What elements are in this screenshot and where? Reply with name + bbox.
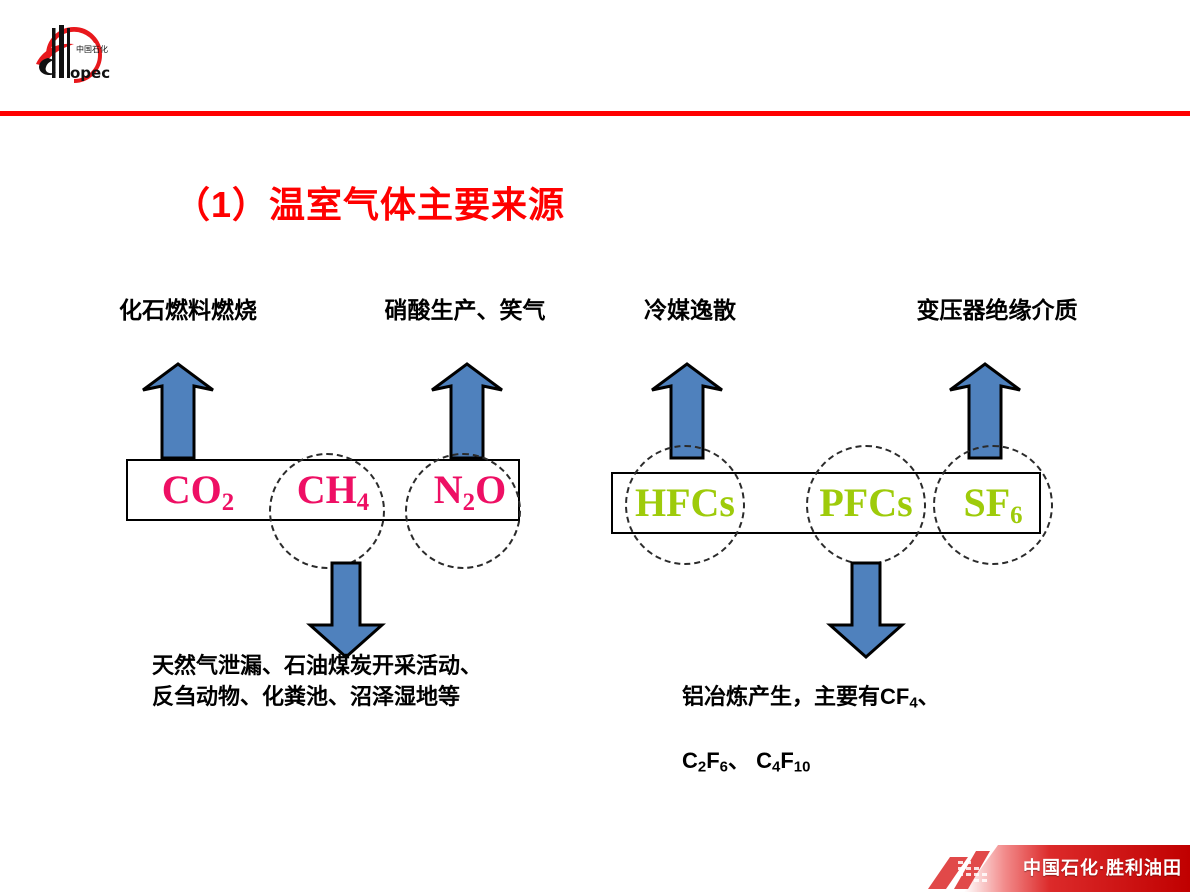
gas-label-co2: CO2 bbox=[146, 470, 250, 516]
note-right-comma: 、 bbox=[917, 684, 940, 710]
note-right-f6: F bbox=[706, 748, 720, 774]
highlight-circle-sf6 bbox=[933, 445, 1053, 565]
arrow-down-pfcs bbox=[826, 561, 906, 660]
note-right-c4: C bbox=[756, 748, 773, 774]
note-right-line1: 铝冶炼产生，主要有CF4、 bbox=[682, 684, 940, 712]
gas-label-pfcs: PFCs bbox=[814, 483, 918, 523]
gas-symbol-co2: CO bbox=[161, 467, 222, 512]
gas-subscript-co2: 2 bbox=[221, 488, 235, 516]
header-divider bbox=[0, 111, 1190, 116]
highlight-circle-n2o bbox=[405, 453, 521, 569]
note-right-separator: 、 bbox=[728, 748, 757, 774]
arrow-down-ch4 bbox=[306, 561, 386, 660]
gas-symbol-n2o: N bbox=[433, 467, 463, 512]
note-right: 铝冶炼产生，主要有CF4、 C2F6、 C4F10 bbox=[682, 650, 1082, 778]
arrow-up-co2 bbox=[141, 362, 215, 460]
arrow-up-n2o bbox=[430, 362, 504, 460]
footer-brand-text: 中国石化·胜利油田 bbox=[1023, 858, 1182, 878]
gas-symbol-sf6: SF bbox=[963, 480, 1011, 525]
gas-symbol-hfcs: HFCs bbox=[635, 480, 735, 525]
gas-symbol-ch4: CH bbox=[296, 467, 357, 512]
footer-ribbon: 中国石化·胜利油田 bbox=[928, 845, 1190, 892]
note-right-pre: 铝冶炼产生，主要有CF bbox=[682, 684, 910, 710]
gas-symbol-n2o-tail: O bbox=[475, 467, 507, 512]
note-right-f10: F bbox=[780, 748, 794, 774]
note-left: 天然气泄漏、石油煤炭开采活动、 反刍动物、化粪池、沼泽湿地等 bbox=[152, 653, 483, 710]
gas-label-ch4: CH4 bbox=[281, 470, 385, 516]
highlight-circle-hfcs bbox=[625, 445, 745, 565]
note-right-c2-sub: 2 bbox=[697, 759, 707, 777]
note-right-line2: C2F6、 C4F10 bbox=[682, 748, 811, 777]
note-right-f6-sub: 6 bbox=[719, 759, 728, 777]
gas-subscript-n2o: 2 bbox=[462, 488, 476, 516]
sinopec-logo: opec 中国石化 bbox=[22, 18, 122, 90]
svg-text:opec: opec bbox=[70, 64, 110, 82]
page-title: （1）温室气体主要来源 bbox=[174, 184, 566, 225]
source-label-refrigerant: 冷媒逸散 bbox=[644, 297, 736, 323]
source-label-transformer: 变压器绝缘介质 bbox=[916, 297, 1078, 323]
source-label-nitric-acid: 硝酸生产、笑气 bbox=[384, 297, 546, 323]
gas-symbol-pfcs: PFCs bbox=[819, 480, 913, 525]
gas-label-n2o: N2O bbox=[418, 470, 522, 516]
svg-text:中国石化: 中国石化 bbox=[76, 44, 108, 54]
gas-label-sf6: SF6 bbox=[941, 483, 1045, 529]
note-right-c2: C bbox=[682, 748, 698, 774]
source-label-fossil-fuel: 化石燃料燃烧 bbox=[119, 297, 257, 323]
note-right-f10-sub: 10 bbox=[793, 759, 811, 777]
note-right-c4-sub: 4 bbox=[772, 759, 781, 777]
highlight-circle-ch4 bbox=[269, 453, 385, 569]
gas-subscript-sf6: 6 bbox=[1010, 501, 1023, 529]
note-right-sub-cf4: 4 bbox=[909, 694, 918, 712]
gas-label-hfcs: HFCs bbox=[633, 483, 737, 523]
gas-subscript-ch4: 4 bbox=[356, 488, 370, 516]
